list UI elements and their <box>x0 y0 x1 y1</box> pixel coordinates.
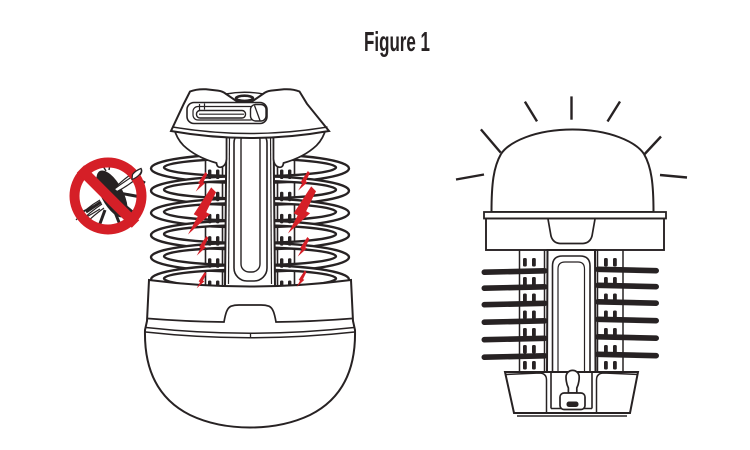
svg-text:Figure 1: Figure 1 <box>364 26 430 57</box>
